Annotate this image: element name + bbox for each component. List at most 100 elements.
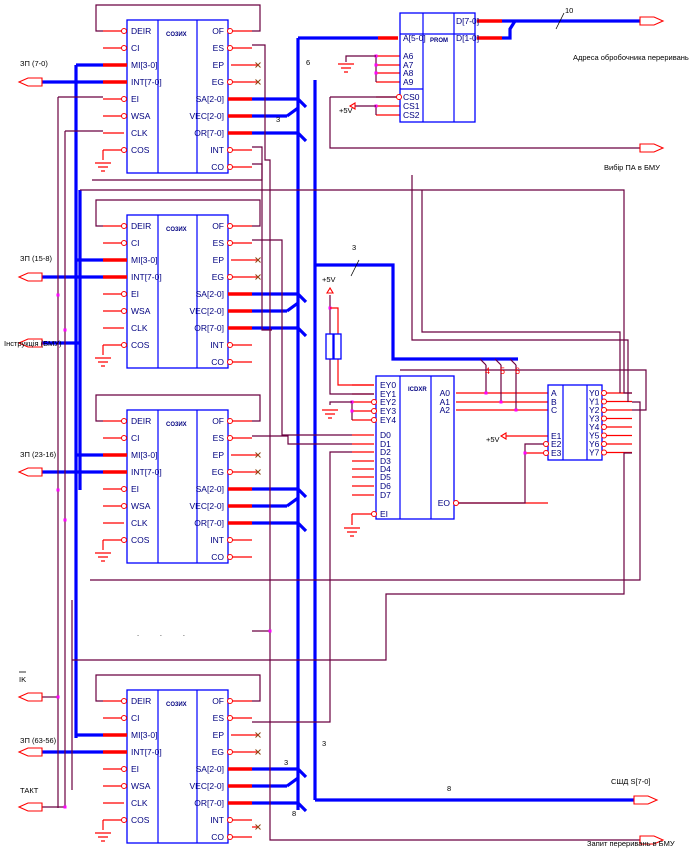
pin-label-ci: CI [131, 713, 140, 723]
inverter-bubble [601, 407, 607, 413]
inverter-bubble [371, 417, 377, 423]
inverter-bubble [227, 698, 233, 704]
wire [252, 435, 352, 445]
inverter-bubble [227, 274, 233, 280]
inverter-bubble [601, 415, 607, 422]
vcc-icon [348, 102, 356, 110]
prom-pin-label: CS1 [403, 101, 420, 111]
parts: CO3ИXDEIRCIMI[3-0]INT[7-0]EIWSACLKCOSOFE… [17, 12, 665, 845]
controller-chip-label: CO3ИX [166, 702, 187, 708]
wire [509, 358, 517, 366]
pin-label-wsa: WSA [131, 501, 151, 511]
wire [72, 452, 632, 661]
pin-label-int: INT [210, 815, 224, 825]
ground-icon [95, 552, 111, 562]
wire [502, 20, 517, 40]
controller-body [126, 214, 229, 369]
decoder-pin-label: Y0 [589, 388, 600, 398]
pin-label-ei: EI [131, 764, 139, 774]
port-label-ik: ІK [19, 675, 26, 684]
pin-label-es: ES [213, 433, 225, 443]
controller-chip-label: CO3ИX [166, 32, 187, 38]
wire [92, 163, 263, 181]
inverter-bubble [121, 223, 127, 229]
inverter-bubble [121, 28, 127, 34]
inverter-bubble [121, 766, 127, 772]
pin-label-ep: EP [213, 255, 225, 265]
vcc-icon [326, 286, 334, 294]
input-port-3 [17, 467, 43, 477]
junction-dot [514, 408, 518, 412]
wire [329, 359, 374, 395]
wire [330, 307, 339, 334]
inverter-bubble [121, 817, 127, 823]
pin-label-int: INT [210, 535, 224, 545]
pin-label-ei: EI [131, 484, 139, 494]
pin-label-ep: EP [213, 730, 225, 740]
encoder-pin-label: D3 [380, 456, 391, 466]
encoder-pin-label: EY4 [380, 415, 396, 425]
pin-label-clk: CLK [131, 128, 148, 138]
wire [421, 190, 621, 393]
pin-label-int70: INT[7-0] [131, 467, 162, 477]
prom-chip-label: PROM [430, 38, 448, 44]
pin-label-co: CO [211, 162, 224, 172]
inverter-bubble [227, 418, 233, 424]
prom-pin-label: CS0 [403, 92, 420, 102]
ground-icon [338, 63, 354, 73]
bus-width-vec1: 3 [276, 115, 280, 124]
ground-icon [344, 527, 360, 537]
deir-of-loop [95, 199, 261, 227]
wire [90, 401, 641, 581]
wire [252, 451, 352, 723]
encoder-pin-label: EO [438, 498, 451, 508]
encoder-pin-label: EY0 [380, 380, 396, 390]
prom-pin-label: CS2 [403, 110, 420, 120]
inverter-bubble [227, 223, 233, 229]
pin-label-vec20: VEC[2-0] [190, 501, 225, 511]
controller-chip-label: CO3ИX [166, 422, 187, 428]
inverter-bubble [121, 503, 127, 509]
input-port-4 [17, 747, 43, 757]
inverter-bubble [601, 424, 607, 430]
wires [42, 4, 647, 841]
no-connect-icon [255, 452, 261, 458]
pin-label-es: ES [213, 43, 225, 53]
junction-dot [63, 805, 67, 809]
port-label-sshd: СШД S[7-0] [611, 777, 650, 786]
decoder-pin-label: Y4 [589, 422, 600, 432]
encoder-pin-label: D7 [380, 490, 391, 500]
decoder-pin-label: C [551, 405, 557, 415]
no-connect-icon [255, 62, 261, 68]
inverter-bubble [601, 449, 607, 456]
no-connect-icon [255, 274, 261, 280]
pin-label-cos: COS [131, 535, 150, 545]
encoder-pin-label: EY3 [380, 406, 396, 416]
port-label-instr: Інструкція (БМУ) [4, 339, 62, 348]
wire [252, 146, 272, 331]
wire [329, 401, 352, 405]
ground-icon [322, 409, 338, 419]
pin-label-vec20: VEC[2-0] [190, 306, 225, 316]
pin-label-es: ES [213, 713, 225, 723]
ik-port [17, 692, 43, 702]
port-label-zp-63-56: ЗП (63-56) [20, 736, 57, 745]
prom-pin-label: A[5-0] [403, 33, 426, 43]
junction-dot [374, 71, 378, 75]
takt-port [17, 802, 43, 812]
junction-dot [63, 518, 67, 522]
inverter-bubble [227, 749, 233, 755]
inverter-bubble [227, 359, 233, 365]
pin-label-wsa: WSA [131, 306, 151, 316]
decoder-pin-label: Y2 [589, 405, 600, 415]
inverter-bubble [121, 783, 127, 789]
inverter-bubble [121, 715, 127, 721]
port-label-zp-23-16: ЗП (23-16) [20, 450, 57, 459]
bus-width-top: 6 [306, 58, 310, 67]
junction-dot [268, 629, 272, 633]
inverter-bubble [121, 698, 127, 704]
decoder-pin-label: E2 [551, 439, 562, 449]
no-connect-icon [255, 732, 261, 738]
pin-label-clk: CLK [131, 798, 148, 808]
